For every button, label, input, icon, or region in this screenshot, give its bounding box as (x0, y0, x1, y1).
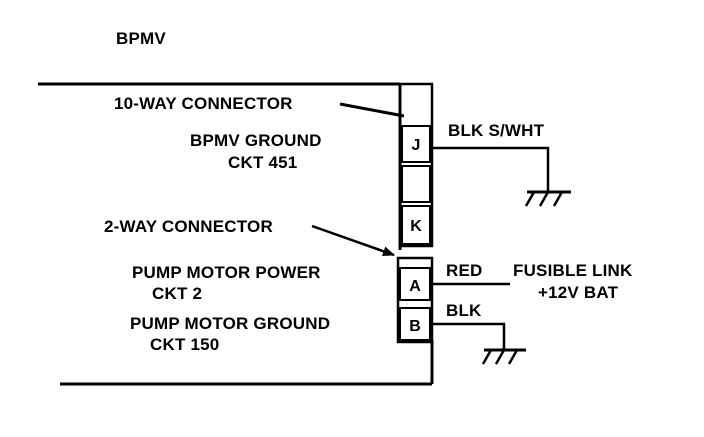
wire-label-red: RED (446, 261, 483, 280)
wire-b-blk (432, 322, 506, 350)
pin-k-label: K (410, 218, 422, 235)
pin-k-box (401, 205, 431, 245)
ten-way-connector-label: 10-WAY CONNECTOR (114, 94, 293, 113)
pump-power-ckt: CKT 2 (152, 284, 203, 303)
pin-b-box (399, 307, 431, 341)
fusible-link-voltage: +12V BAT (538, 283, 619, 302)
pin-blank-box (401, 165, 431, 203)
bpmv-ground-ckt: CKT 451 (228, 153, 298, 172)
pin-j-box (401, 125, 431, 163)
wire-j-blk-swht (432, 146, 550, 192)
fusible-link-label: FUSIBLE LINK (513, 261, 633, 280)
pin-a-label: A (409, 278, 421, 295)
pump-power-label: PUMP MOTOR POWER (132, 263, 321, 282)
pin-b-label: B (409, 318, 421, 335)
ten-way-connector-body (398, 82, 434, 248)
two-way-connector-body (396, 256, 434, 344)
pump-ground-ckt: CKT 150 (150, 335, 220, 354)
bpmv-ground-label: BPMV GROUND (190, 131, 322, 150)
two-way-connector-label: 2-WAY CONNECTOR (104, 217, 273, 236)
pin-a-box (399, 267, 431, 301)
ground-icon-j (524, 190, 571, 207)
ten-way-leader (339, 102, 405, 118)
ground-icon-b (481, 348, 526, 365)
pump-ground-label: PUMP MOTOR GROUND (130, 314, 331, 333)
wire-label-blk: BLK (446, 301, 482, 320)
pin-j-label: J (412, 137, 421, 154)
two-way-leader-arrow (311, 224, 395, 257)
diagram-title: BPMV (116, 29, 166, 48)
wire-label-blk-swht: BLK S/WHT (448, 121, 545, 140)
